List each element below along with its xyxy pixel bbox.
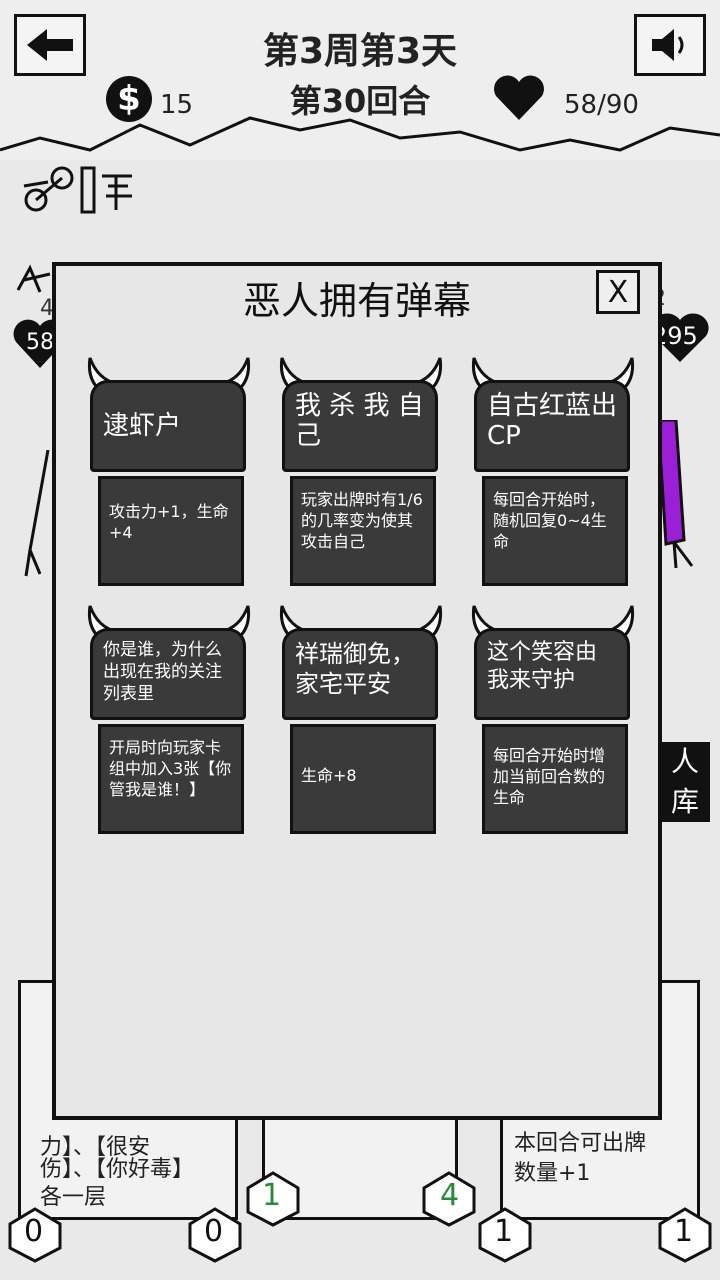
speaker-icon bbox=[652, 29, 684, 61]
heart-icon bbox=[494, 75, 544, 120]
cost-b: 0 bbox=[204, 1214, 224, 1249]
card-name: 逮虾户 bbox=[90, 380, 246, 472]
card-desc: 玩家出牌时有1/6的几率变为使其攻击自己 bbox=[290, 476, 436, 586]
close-icon: X bbox=[607, 274, 629, 310]
cost-c: 1 bbox=[262, 1178, 282, 1213]
round-title: 第30回合 bbox=[289, 82, 431, 120]
left-enemy-number: 4 bbox=[40, 296, 54, 321]
card-name: 你是谁，为什么出现在我的关注列表里 bbox=[90, 628, 246, 720]
torn-paper-edge bbox=[0, 116, 720, 152]
side-deck-label-top[interactable]: 人 bbox=[660, 742, 710, 782]
left-enemy-arm bbox=[24, 450, 50, 577]
hp-count: 58/90 bbox=[564, 90, 639, 120]
back-arrow-icon bbox=[27, 29, 73, 61]
hand-card-right-text-2: 数量+1 bbox=[514, 1161, 591, 1186]
modal-title: 恶人拥有弹幕 bbox=[242, 279, 471, 323]
cost-gem-icon bbox=[8, 1207, 62, 1263]
side-deck-label-bottom[interactable]: 库 bbox=[660, 782, 710, 822]
left-enemy-hp: 58 bbox=[26, 330, 54, 355]
cost-gem-icon bbox=[478, 1207, 532, 1263]
card-desc: 生命+8 bbox=[290, 724, 436, 834]
card-name: 这个笑容由我来守护 bbox=[474, 628, 630, 720]
danmaku-card-6[interactable]: 这个笑容由我来守护 每回合开始时增加当前回合数的生命 bbox=[468, 604, 638, 834]
danmaku-card-1[interactable]: 逮虾户 攻击力+1，生命+4 bbox=[84, 356, 254, 586]
gold-count: 15 bbox=[160, 90, 194, 120]
cost-gem-icon bbox=[246, 1171, 300, 1227]
hand-card-left-text-2: 各一层 bbox=[40, 1185, 107, 1210]
danmaku-card-5[interactable]: 祥瑞御免，家宅平安 生命+8 bbox=[276, 604, 446, 834]
cost-a: 0 bbox=[24, 1214, 44, 1249]
hand-card-left-text-1: 伤】、【你好毒】 bbox=[40, 1157, 195, 1182]
close-button[interactable]: X bbox=[596, 270, 640, 314]
coin-icon: $ bbox=[106, 76, 152, 122]
card-desc: 攻击力+1，生命+4 bbox=[98, 476, 244, 586]
right-enemy-heart-icon bbox=[651, 313, 709, 362]
hand-card-left-partial: 力】、【很安 bbox=[40, 1135, 151, 1160]
danmaku-card-4[interactable]: 你是谁，为什么出现在我的关注列表里 开局时向玩家卡组中加入3张【你管我是谁！】 bbox=[84, 604, 254, 834]
danmaku-card-3[interactable]: 自古红蓝出CP 每回合开始时，随机回复0~4生命 bbox=[468, 356, 638, 586]
card-desc: 每回合开始时，随机回复0~4生命 bbox=[482, 476, 628, 586]
left-enemy-doodle bbox=[14, 262, 54, 298]
back-button[interactable] bbox=[14, 14, 86, 76]
card-name: 我 杀 我 自 己 bbox=[282, 380, 438, 472]
cost-gem-icon bbox=[658, 1207, 712, 1263]
cost-e: 1 bbox=[494, 1214, 514, 1249]
bike-doodle-icon bbox=[23, 166, 132, 214]
cost-gem-icon bbox=[422, 1171, 476, 1227]
danmaku-card-2[interactable]: 我 杀 我 自 己 玩家出牌时有1/6的几率变为使其攻击自己 bbox=[276, 356, 446, 586]
sound-button[interactable] bbox=[634, 14, 706, 76]
cost-gem-icon bbox=[188, 1207, 242, 1263]
card-name: 祥瑞御免，家宅平安 bbox=[282, 628, 438, 720]
cost-f: 1 bbox=[674, 1214, 694, 1249]
hand-card-right-text-1: 本回合可出牌 bbox=[514, 1131, 647, 1156]
card-name: 自古红蓝出CP bbox=[474, 380, 630, 472]
week-day-title: 第3周第3天 bbox=[262, 31, 458, 72]
cost-d: 4 bbox=[440, 1178, 460, 1213]
right-enemy-arm bbox=[656, 420, 694, 569]
card-desc: 每回合开始时增加当前回合数的生命 bbox=[482, 724, 628, 834]
card-desc: 开局时向玩家卡组中加入3张【你管我是谁！】 bbox=[98, 724, 244, 834]
